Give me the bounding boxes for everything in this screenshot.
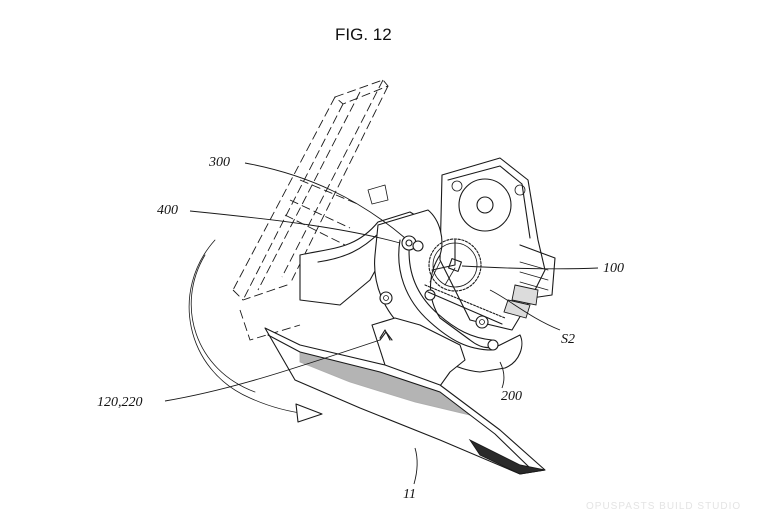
label-s2: S2 xyxy=(561,332,575,347)
pinion-gear xyxy=(428,238,482,292)
label-11: 11 xyxy=(403,487,416,502)
label-200: 200 xyxy=(501,389,522,404)
dashed-panel xyxy=(232,79,389,341)
label-120-220: 120,220 xyxy=(97,395,143,410)
label-100: 100 xyxy=(603,261,624,276)
watermark: OPUSPASTS BUILD STUDIO xyxy=(586,501,741,512)
figure-title: FIG. 12 xyxy=(335,25,392,44)
rack xyxy=(424,261,506,325)
rotation-arrow xyxy=(188,239,323,423)
motor-housing xyxy=(439,157,556,331)
label-400: 400 xyxy=(157,203,178,218)
leader-lines xyxy=(164,162,599,485)
label-300: 300 xyxy=(208,155,230,170)
blade xyxy=(264,327,546,475)
